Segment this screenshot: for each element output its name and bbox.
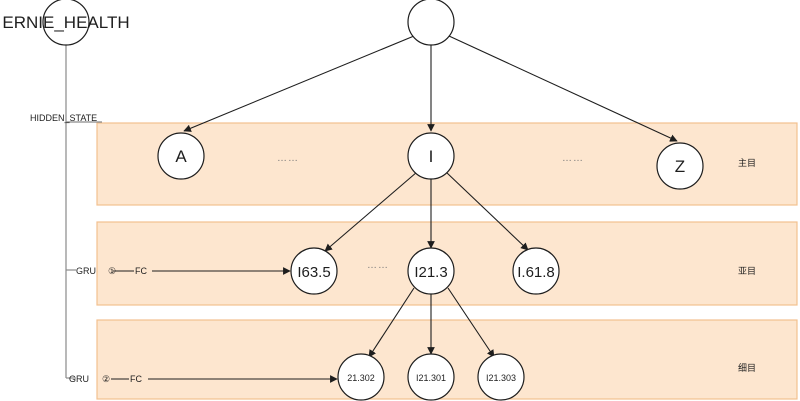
edge-i21-d303 (447, 287, 495, 358)
node-i61-label: I.61.8 (517, 264, 555, 281)
edge-top-z (448, 35, 678, 142)
edge-i-i63 (324, 171, 418, 252)
node-z (656, 142, 704, 190)
node-d301 (407, 353, 455, 401)
ellipsis-row1-right: …… (562, 153, 584, 164)
node-i63-label: I63.5 (297, 264, 330, 281)
gru1-label: GRU (76, 266, 96, 276)
node-d303-label: I21.303 (486, 373, 516, 383)
edge-i21-d302 (368, 287, 415, 358)
level-1-label: 主目 (738, 157, 756, 168)
gru2-label: GRU (69, 374, 89, 384)
fc2-label: FC (130, 374, 142, 384)
node-i63 (290, 247, 338, 295)
node-d301-label: I21.301 (416, 373, 446, 383)
node-i21-label: I21.3 (414, 264, 447, 281)
fc1-label: FC (135, 266, 147, 276)
ellipsis-row1-left: …… (277, 153, 299, 164)
node-d302-label: 21.302 (347, 373, 375, 383)
hidden-state-label: HIDDEN_STATE (30, 113, 97, 123)
node-i21 (407, 247, 455, 295)
node-i-label: I (429, 147, 434, 166)
node-i61 (512, 247, 560, 295)
node-z-label: Z (675, 157, 685, 176)
num2-label: ② (102, 374, 110, 384)
edge-i-i61 (445, 171, 529, 251)
node-a-label: A (175, 147, 187, 166)
node-d302 (337, 353, 385, 401)
level-2-label: 亚目 (738, 266, 756, 276)
band-level-3 (96, 319, 798, 400)
node-a (157, 132, 205, 180)
node-d303 (477, 353, 525, 401)
ellipsis-row2: …… (367, 260, 389, 271)
top-node (407, 0, 455, 46)
root-label: ERNIE_HEALTH (2, 13, 129, 32)
level-3-label: 细目 (738, 362, 756, 373)
num1-label: ① (108, 266, 116, 276)
edge-top-a (183, 35, 415, 132)
node-i (407, 132, 455, 180)
root-node (42, 0, 90, 46)
